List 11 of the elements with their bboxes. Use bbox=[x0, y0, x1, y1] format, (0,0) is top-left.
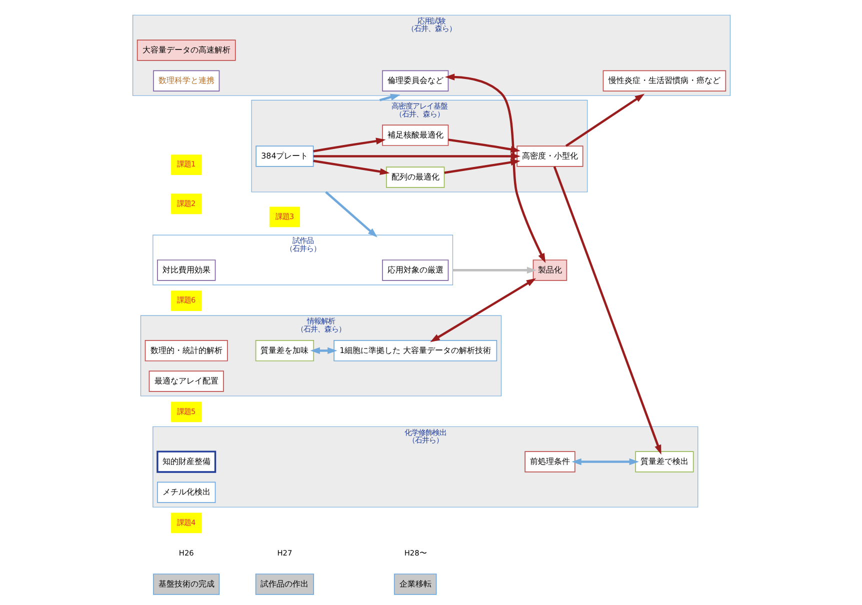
arrow bbox=[564, 94, 644, 147]
arrow bbox=[312, 138, 386, 152]
arrow bbox=[378, 94, 400, 102]
arrow bbox=[571, 458, 638, 466]
arrow bbox=[310, 347, 337, 354]
arrow bbox=[430, 278, 536, 342]
arrow bbox=[312, 160, 390, 175]
arrow bbox=[452, 266, 536, 274]
arrow bbox=[552, 166, 661, 455]
arrow bbox=[324, 191, 377, 238]
arrow bbox=[444, 74, 546, 263]
